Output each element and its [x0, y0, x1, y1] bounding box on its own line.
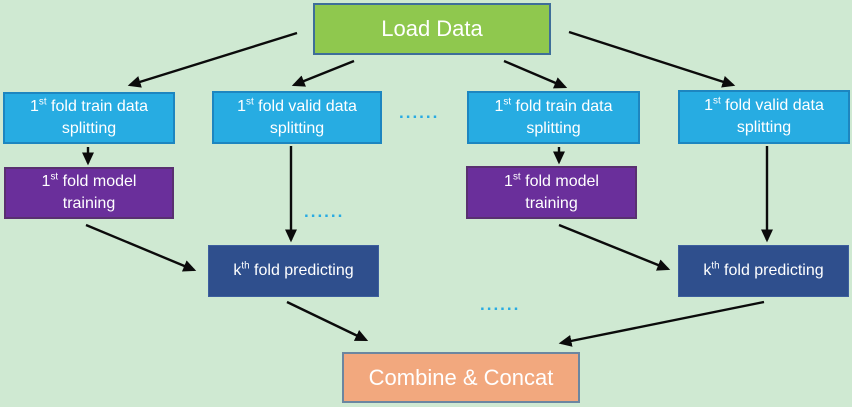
node-model-training-right-label: 1st fold model training: [504, 171, 599, 212]
node-valid-split-right: 1st fold valid data splitting: [678, 90, 850, 144]
node-model-training-right: 1st fold model training: [466, 166, 637, 219]
node-valid-split-right-label: 1st fold valid data splitting: [704, 96, 824, 136]
node-combine-concat-label: Combine & Concat: [368, 364, 554, 390]
node-fold-predicting-left-label: kth fold predicting: [233, 260, 354, 280]
arrow-predict-left-to-combine: [286, 300, 369, 342]
node-valid-split-left-label: 1st fold valid data splitting: [237, 96, 357, 137]
node-fold-predicting-right-label: kth fold predicting: [703, 260, 824, 280]
node-train-split-right: 1st fold train data splitting: [467, 91, 640, 144]
arrow-model-to-predict-left: [85, 223, 197, 272]
node-combine-concat: Combine & Concat: [342, 352, 580, 403]
ellipsis-top-middle: ......: [399, 103, 440, 122]
arrow-load-to-valid-left: [291, 59, 355, 87]
arrow-load-to-train-right: [503, 59, 568, 89]
node-fold-predicting-left: kth fold predicting: [208, 245, 379, 297]
arrow-load-to-valid-right: [568, 30, 736, 88]
ellipsis-left-middle: ......: [304, 202, 345, 221]
arrow-load-to-train-left: [127, 31, 298, 88]
node-fold-predicting-right: kth fold predicting: [678, 245, 849, 297]
node-train-split-right-label: 1st fold train data splitting: [494, 96, 613, 137]
ellipsis-center-bottom: ......: [480, 295, 521, 314]
node-train-split-left: 1st fold train data splitting: [3, 92, 175, 144]
node-model-training-left-label: 1st fold model training: [41, 172, 137, 212]
node-load-data-label: Load Data: [381, 16, 483, 42]
node-model-training-left: 1st fold model training: [4, 167, 174, 219]
node-valid-split-left: 1st fold valid data splitting: [212, 91, 382, 144]
arrow-model-to-predict-right: [558, 223, 671, 271]
node-train-split-left-label: 1st fold train data splitting: [29, 97, 149, 137]
arrow-predict-right-to-combine: [558, 300, 765, 347]
node-load-data: Load Data: [313, 3, 551, 55]
